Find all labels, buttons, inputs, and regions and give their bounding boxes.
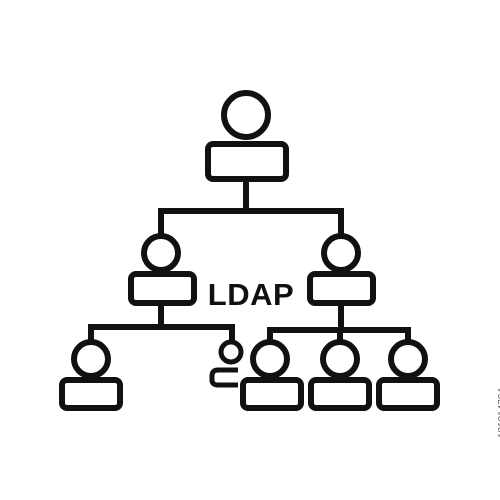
person-icon — [240, 339, 304, 411]
user-icon — [209, 339, 244, 388]
person-icon — [128, 233, 197, 306]
connector-root-to-level-1 — [158, 180, 344, 235]
connector-right-branch — [267, 303, 411, 343]
hierarchy-connectors — [88, 180, 411, 343]
connector-left-branch — [88, 302, 235, 343]
person-icon — [307, 233, 376, 306]
person-icon — [308, 339, 372, 411]
person-icon — [59, 339, 123, 411]
person-icon — [205, 90, 289, 182]
person-icons — [59, 90, 440, 411]
ldap-label: LDAP — [208, 277, 294, 312]
person-icon — [376, 339, 440, 411]
